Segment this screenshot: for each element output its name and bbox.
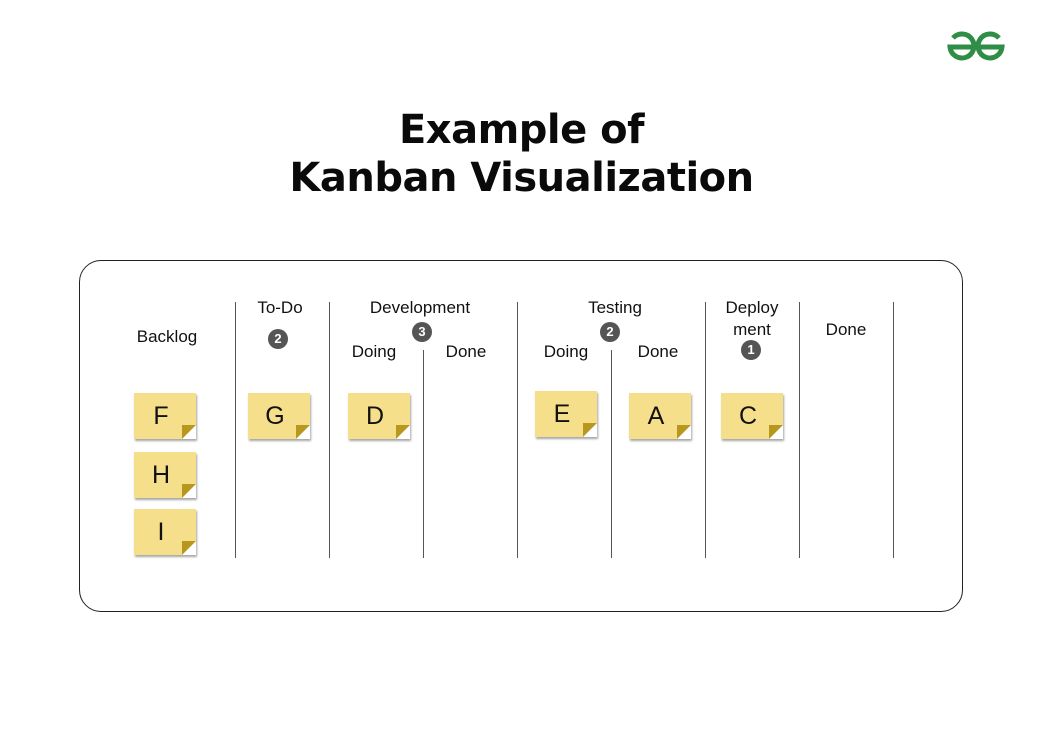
- column-header-development: Development: [369, 298, 471, 317]
- column-header-todo: To-Do: [257, 298, 303, 317]
- card-fold: [182, 541, 196, 555]
- kanban-card[interactable]: G: [248, 393, 310, 439]
- subcolumn-header-test-doing: Doing: [543, 342, 589, 361]
- subcolumn-divider: [611, 350, 612, 558]
- wip-limit-badge-testing: 2: [600, 322, 620, 342]
- kanban-board: [79, 260, 963, 612]
- card-fold: [677, 425, 691, 439]
- column-divider: [329, 302, 330, 558]
- kanban-card[interactable]: D: [348, 393, 410, 439]
- column-divider: [893, 302, 894, 558]
- column-divider: [517, 302, 518, 558]
- kanban-card[interactable]: H: [134, 452, 196, 498]
- card-fold: [583, 423, 597, 437]
- card-fold: [182, 425, 196, 439]
- subcolumn-header-test-done: Done: [637, 342, 679, 361]
- card-label: G: [265, 402, 285, 430]
- card-label: F: [153, 402, 169, 430]
- kanban-card[interactable]: E: [535, 391, 597, 437]
- subcolumn-header-dev-done: Done: [445, 342, 487, 361]
- column-divider: [799, 302, 800, 558]
- kanban-card[interactable]: C: [721, 393, 783, 439]
- card-label: C: [738, 402, 758, 430]
- column-divider: [705, 302, 706, 558]
- wip-limit-badge-deployment: 1: [741, 340, 761, 360]
- kanban-card[interactable]: F: [134, 393, 196, 439]
- card-label: H: [151, 461, 171, 489]
- page-title-line-2: Kanban Visualization: [289, 155, 754, 201]
- card-label: A: [647, 402, 665, 430]
- page-title-line-1: Example of: [398, 107, 645, 153]
- card-fold: [769, 425, 783, 439]
- column-divider: [235, 302, 236, 558]
- card-fold: [182, 484, 196, 498]
- column-header-deployment-line-2: ment: [733, 320, 771, 339]
- subcolumn-header-dev-doing: Doing: [351, 342, 397, 361]
- column-header-done: Done: [825, 320, 867, 339]
- kanban-card[interactable]: I: [134, 509, 196, 555]
- card-fold: [296, 425, 310, 439]
- card-label: E: [553, 400, 571, 428]
- column-header-deployment-line-1: Deploy: [725, 298, 779, 317]
- card-label: I: [157, 518, 165, 546]
- column-header-testing: Testing: [588, 298, 642, 317]
- wip-limit-badge-development: 3: [412, 322, 432, 342]
- card-fold: [396, 425, 410, 439]
- subcolumn-divider: [423, 350, 424, 558]
- column-header-backlog: Backlog: [136, 327, 198, 346]
- geeksforgeeks-logo-icon: [947, 31, 1005, 61]
- wip-limit-badge-todo: 2: [268, 329, 288, 349]
- kanban-card[interactable]: A: [629, 393, 691, 439]
- card-label: D: [365, 402, 385, 430]
